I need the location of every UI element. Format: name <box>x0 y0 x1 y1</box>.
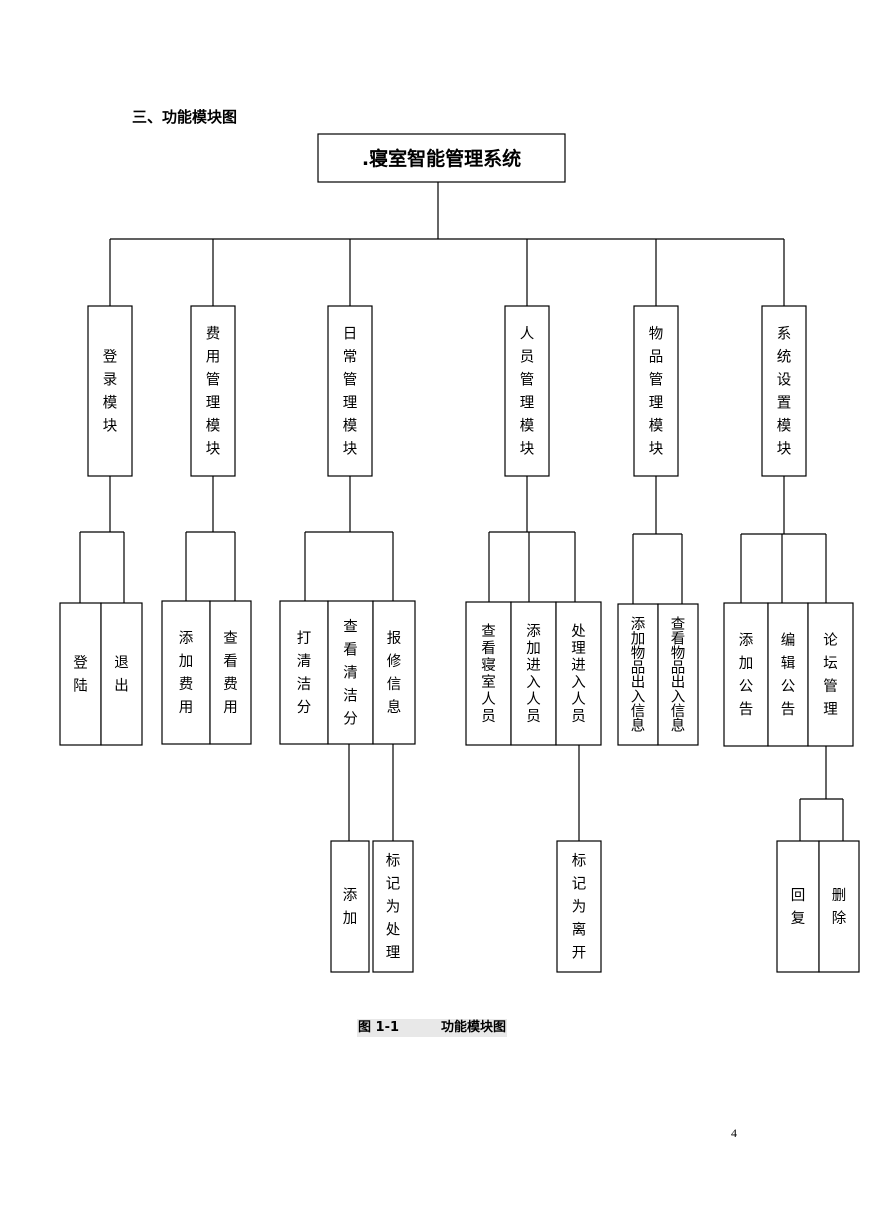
figure-number: 图 1-1 <box>358 1020 400 1035</box>
box-label: 系统设置模块 <box>777 326 792 458</box>
box-view-dorm-people: 查看寝室人员 <box>465 601 512 746</box>
box-label: 物品管理模块 <box>649 326 664 458</box>
box-label: 费用管理模块 <box>206 326 221 458</box>
box-label: 添加 <box>343 887 358 927</box>
box-frame <box>330 840 370 973</box>
box-frame <box>100 602 143 746</box>
box-label: 标记为处理 <box>386 853 401 962</box>
box-frame <box>818 840 860 973</box>
box-label: 添加物品出入信息 <box>631 616 646 735</box>
box-add: 添加 <box>330 840 370 973</box>
box-label: 标记为离开 <box>572 853 587 962</box>
box-frame <box>617 603 659 746</box>
box-settings: 系统设置模块 <box>761 305 807 477</box>
box-goods: 物品管理模块 <box>633 305 679 477</box>
box-label: 查看费用 <box>223 630 238 716</box>
box-add-notice: 添加公告 <box>723 602 769 747</box>
box-label: 登陆 <box>73 655 88 695</box>
figure-caption: 图 1-1 功能模块图 <box>357 1019 508 1037</box>
box-label: 添加费用 <box>179 630 194 716</box>
box-label: 退出 <box>114 655 129 695</box>
box-frame <box>279 600 329 745</box>
page-number: 4 <box>731 1126 737 1140</box>
box-label: 编辑公告 <box>781 632 796 718</box>
box-view-clean: 查看清洁分 <box>327 600 374 745</box>
box-view-goods: 查看物品出入信息 <box>657 603 699 746</box>
box-label: 删除 <box>832 887 847 927</box>
box-frame <box>776 840 820 973</box>
box-frame <box>723 602 769 747</box>
box-frame <box>556 840 602 973</box>
box-fee: 费用管理模块 <box>190 305 236 477</box>
box-frame <box>633 305 679 477</box>
box-frame <box>372 600 416 745</box>
box-label: 添加进入人员 <box>526 623 541 725</box>
section-heading: 三、功能模块图 <box>132 108 238 126</box>
box-people: 人员管理模块 <box>504 305 550 477</box>
box-frame <box>657 603 699 746</box>
box-edit-notice: 编辑公告 <box>767 602 809 747</box>
box-frame <box>372 840 414 973</box>
box-frame <box>59 602 102 746</box>
box-frame <box>327 600 374 745</box>
box-handle-entry: 处理进入人员 <box>555 601 602 746</box>
box-label: 论坛管理 <box>823 632 838 718</box>
box-label: 打清洁分 <box>297 630 312 716</box>
box-label: 回复 <box>791 887 806 927</box>
box-label: 查看清洁分 <box>343 619 358 728</box>
box-reply: 回复 <box>776 840 820 973</box>
box-label: 报修信息 <box>387 630 402 716</box>
box-login: 登录模块 <box>87 305 133 477</box>
box-frame <box>327 305 373 477</box>
box-mark-left: 标记为离开 <box>556 840 602 973</box>
box-frame <box>190 305 236 477</box>
box-delete: 删除 <box>818 840 860 973</box>
box-frame <box>209 600 252 745</box>
root-frame <box>317 133 566 183</box>
box-label: 查看寝室人员 <box>481 623 496 725</box>
box-clean-score: 打清洁分 <box>279 600 329 745</box>
box-frame <box>87 305 133 477</box>
box-tuichu: 退出 <box>100 602 143 746</box>
box-frame <box>465 601 512 746</box>
box-mark-handled: 标记为处理 <box>372 840 414 973</box>
box-add-goods: 添加物品出入信息 <box>617 603 659 746</box>
box-frame <box>767 602 809 747</box>
box-frame <box>555 601 602 746</box>
connector-lines <box>79 182 844 841</box>
box-label: 人员管理模块 <box>520 326 535 458</box>
box-daily: 日常管理模块 <box>327 305 373 477</box>
box-label: 日常管理模块 <box>343 327 358 458</box>
box-add-fee: 添加费用 <box>161 600 211 745</box>
box-forum: 论坛管理 <box>807 602 854 747</box>
root-box: .寝室智能管理系统 <box>317 133 566 183</box>
box-frame <box>807 602 854 747</box>
box-denglu: 登陆 <box>59 602 102 746</box>
box-frame <box>161 600 211 745</box>
box-label: 查看物品出入信息 <box>671 616 686 735</box>
box-label: 处理进入人员 <box>571 623 586 725</box>
box-label: 添加公告 <box>739 632 754 718</box>
box-frame <box>761 305 807 477</box>
box-add-entry: 添加进入人员 <box>510 601 557 746</box>
root-title: .寝室智能管理系统 <box>362 147 521 170</box>
figure-title: 功能模块图 <box>441 1020 507 1035</box>
box-view-fee: 查看费用 <box>209 600 252 745</box>
box-repair: 报修信息 <box>372 600 416 745</box>
box-label: 登录模块 <box>103 349 118 435</box>
box-frame <box>504 305 550 477</box>
